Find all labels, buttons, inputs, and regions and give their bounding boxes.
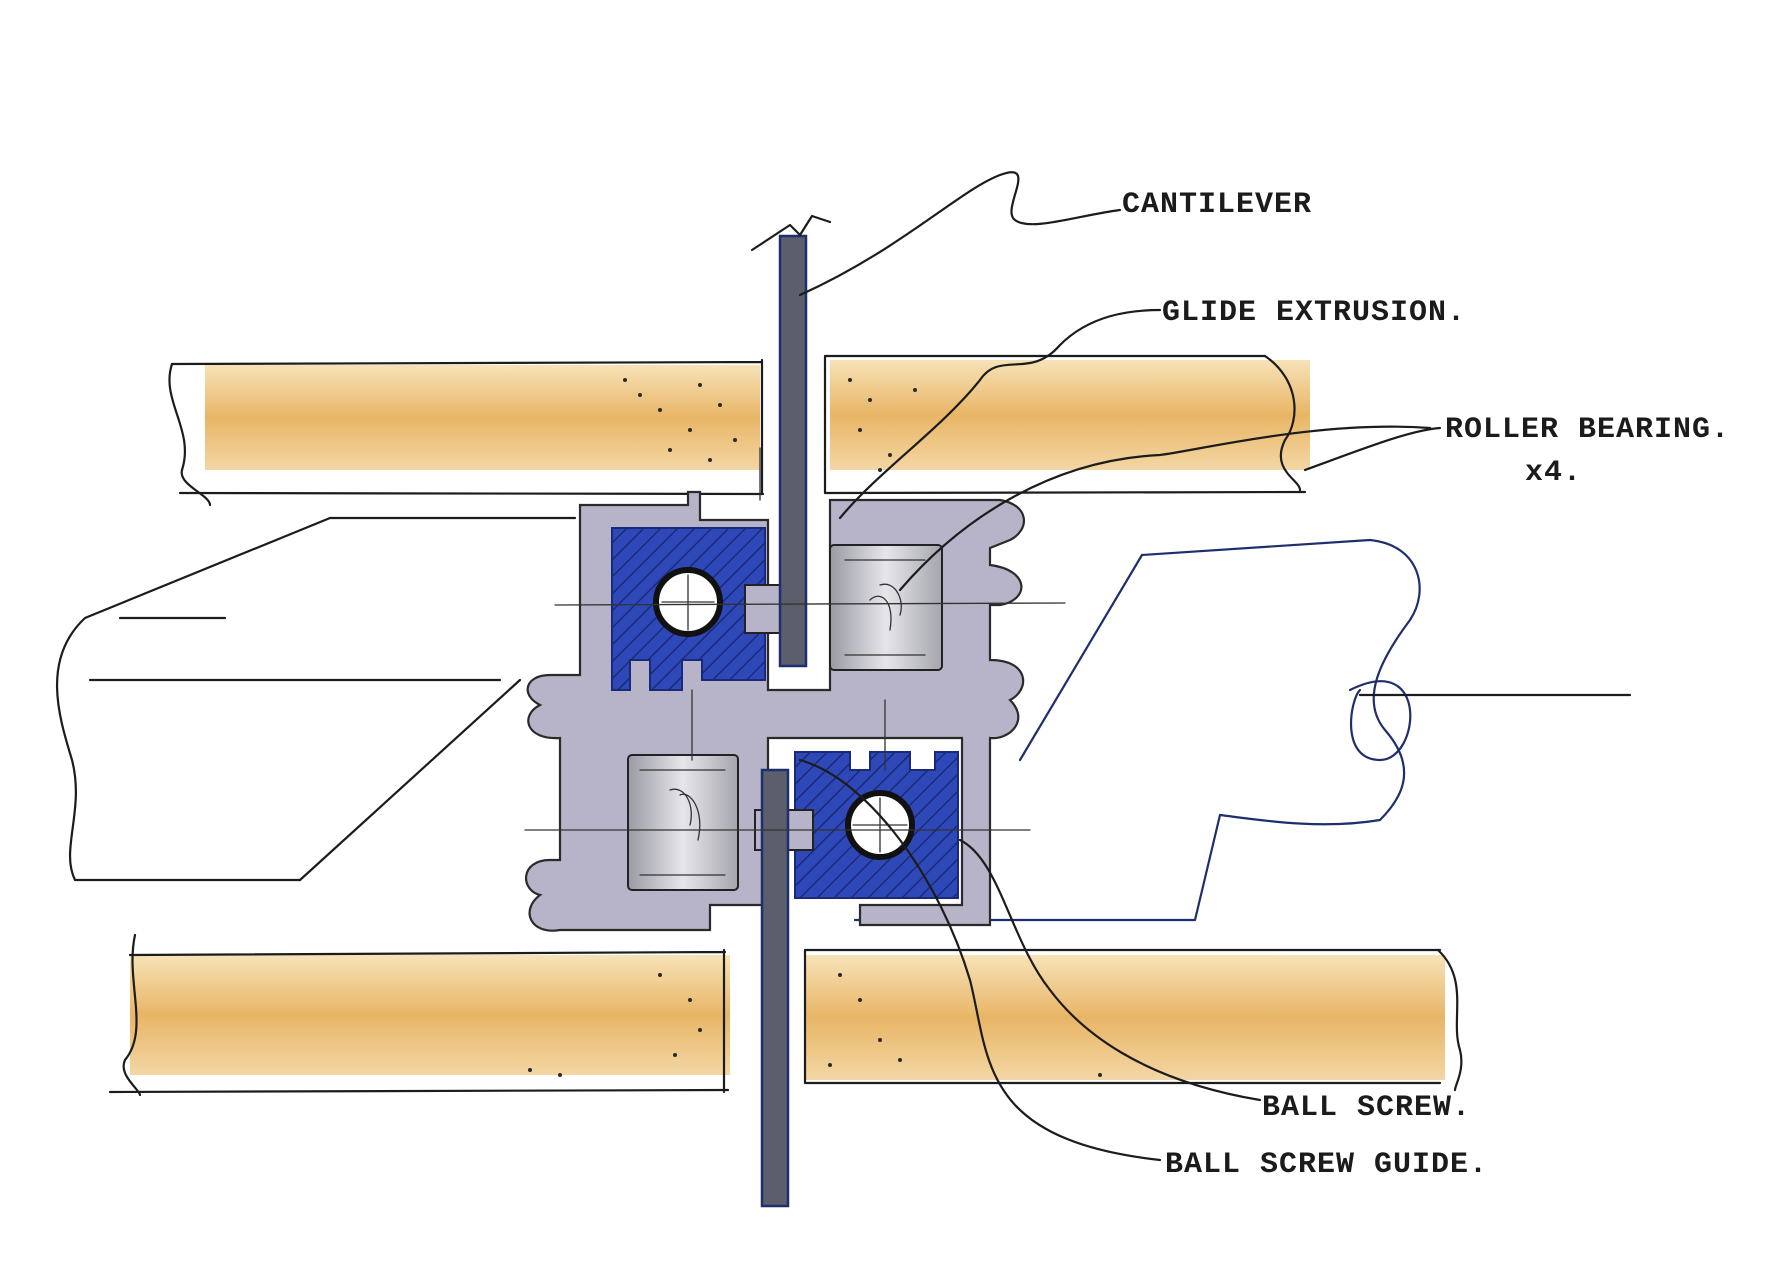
leader-ball-screw [958, 838, 1262, 1102]
timber-plank-top-right [823, 354, 1310, 495]
timber-plank-bottom-right [803, 948, 1463, 1092]
label-ball-screw: BALL SCREW. [1262, 1091, 1471, 1125]
label-roller-bearing-qty: x4. [1525, 456, 1582, 490]
timber-plank-bottom-left [108, 933, 730, 1097]
label-guide-extrusion: GLIDE EXTRUSION. [1162, 296, 1466, 330]
timber-plank-top-left [168, 358, 765, 507]
leader-cantilever [798, 171, 1122, 297]
cantilever-bar [750, 214, 832, 1208]
ball-screw-upper [653, 567, 723, 637]
leader-lines [798, 171, 1442, 1162]
roller-bearing-upper [744, 544, 943, 671]
leader-ball-screw-guide [798, 758, 1162, 1162]
leader-guide-extrusion [838, 308, 1162, 520]
ball-screw-lower [845, 790, 915, 860]
label-roller-bearing: ROLLER BEARING. [1445, 413, 1730, 447]
section-lines [524, 447, 1066, 831]
leader-roller-bearing [898, 425, 1432, 592]
right-sheet-outline [853, 538, 1632, 922]
label-ball-screw-guide: BALL SCREW GUIDE. [1165, 1148, 1488, 1182]
label-cantilever: CANTILEVER [1122, 188, 1312, 222]
left-sheet-outline [55, 516, 577, 882]
timber-speckles [528, 378, 1102, 1077]
